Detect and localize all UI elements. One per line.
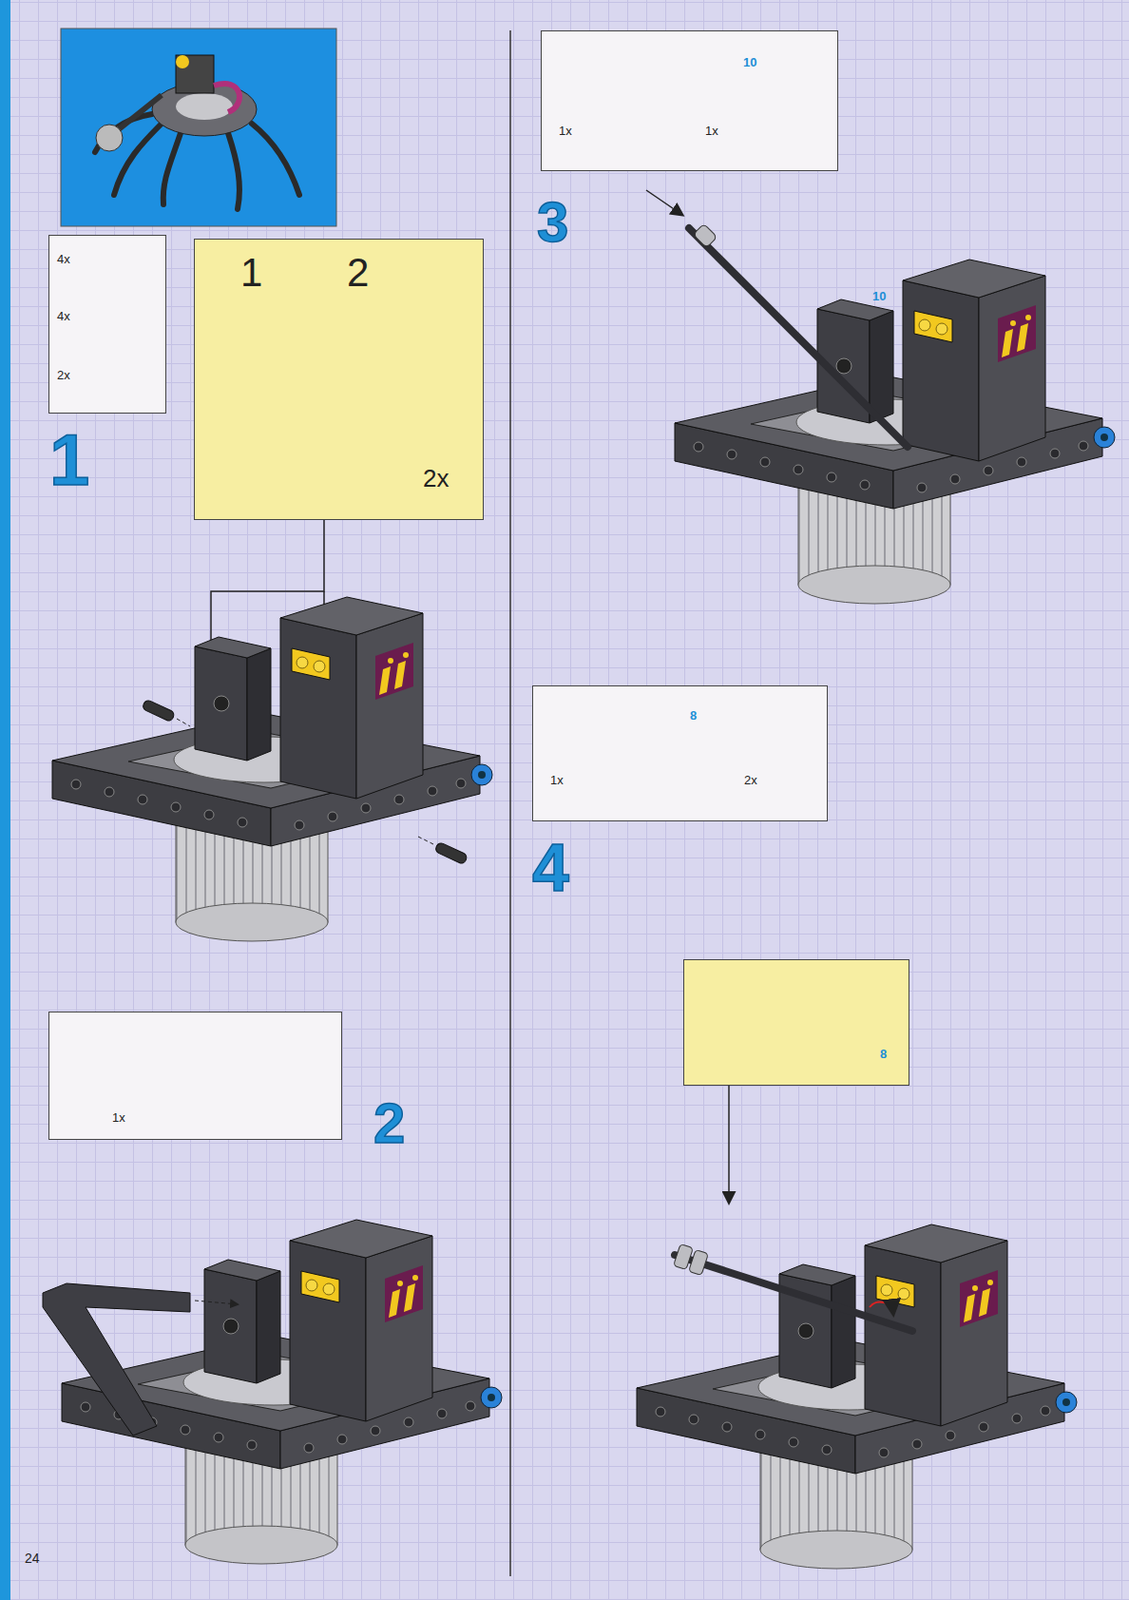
quantity-label: 1x [705, 124, 719, 137]
quantity-label: 4x [57, 252, 71, 266]
quantity-label: 1x [558, 124, 573, 137]
step-number: 4 [532, 834, 570, 901]
parts-box: 4x 4x 2x [48, 234, 167, 414]
length-number: 10 [743, 56, 757, 69]
callout-box: 1 2 2x [193, 238, 484, 520]
quantity-label: 1x [112, 1110, 126, 1124]
quantity-label: 4x [57, 309, 71, 323]
sub-step-number: 2 [346, 252, 369, 293]
quantity-label: 2x [57, 368, 71, 382]
step-number: 1 [49, 423, 90, 497]
sub-step-number: 1 [240, 252, 263, 293]
step-number: 3 [536, 193, 569, 251]
length-number: 8 [880, 1047, 887, 1060]
quantity-label: 2x [744, 773, 758, 786]
sub-step-number: 2x [422, 465, 449, 491]
page-number: 24 [24, 1550, 40, 1565]
callout-number: 10 [872, 289, 886, 303]
length-number: 8 [689, 708, 697, 722]
parts-box: 10 1x 1x [540, 30, 839, 172]
quantity-label: 1x [550, 773, 564, 786]
parts-box: 1x [48, 1011, 343, 1140]
callout-box: 8 [683, 958, 910, 1086]
parts-box: 8 1x 2x [532, 685, 828, 822]
step-number: 2 [373, 1094, 405, 1152]
